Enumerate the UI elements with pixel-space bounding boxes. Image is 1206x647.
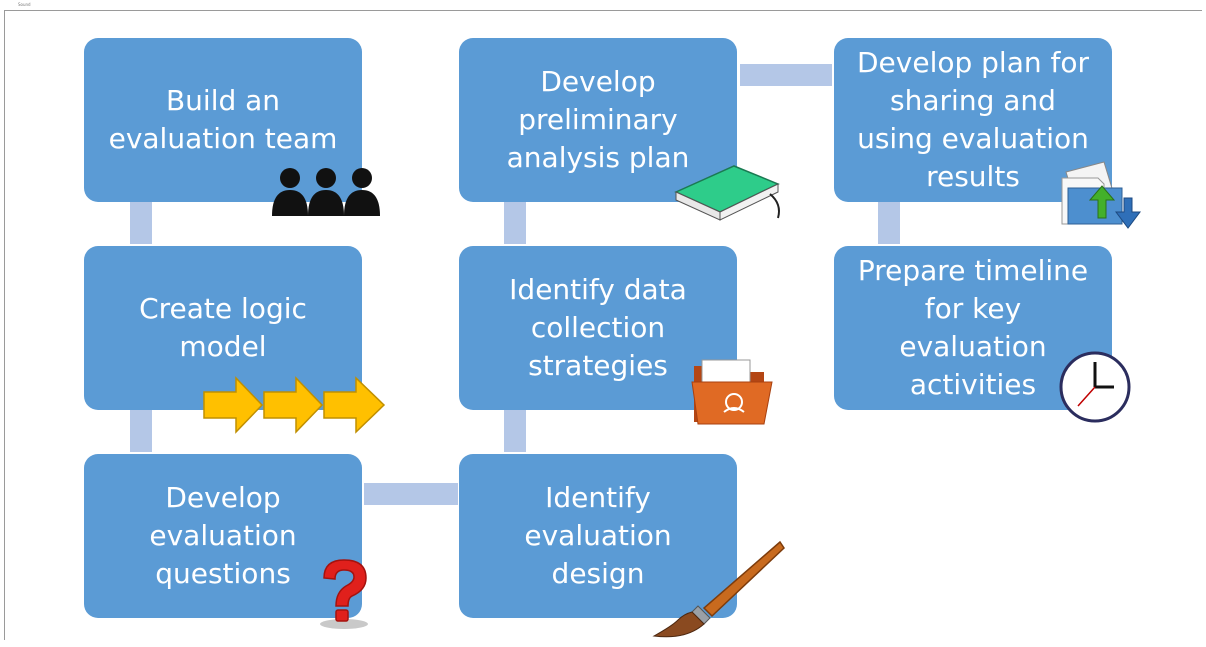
connector-questions-to-design: [364, 483, 458, 505]
connector-collection-to-analysis: [504, 202, 526, 244]
people-icon: [272, 168, 380, 216]
step-label: Develop preliminary analysis plan: [506, 65, 690, 174]
slide-frame: [4, 10, 1202, 640]
connector-build-to-logic: [130, 202, 152, 244]
step-eval-questions: Develop evaluation questions: [84, 454, 362, 618]
documents-transfer-icon: [1061, 161, 1141, 229]
book-icon: [674, 165, 780, 221]
step-build-team: Build an evaluation team: [84, 38, 362, 202]
step-sharing-plan: Develop plan for sharing and using evalu…: [834, 38, 1112, 202]
connector-analysis-to-sharing: [740, 64, 832, 86]
folder-icon: [691, 359, 773, 425]
step-label: Identify evaluation design: [524, 481, 672, 590]
step-label: Create logic model: [139, 292, 307, 363]
step-analysis-plan: Develop preliminary analysis plan: [459, 38, 737, 202]
step-label: Prepare timeline for key evaluation acti…: [857, 254, 1089, 401]
connector-sharing-to-timeline: [878, 202, 900, 244]
connector-logic-to-questions: [130, 410, 152, 452]
step-label: Develop plan for sharing and using evalu…: [856, 46, 1090, 193]
step-data-collection: Identify data collection strategies: [459, 246, 737, 410]
paintbrush-icon: [652, 540, 785, 638]
step-label: Develop evaluation questions: [149, 481, 297, 590]
question-mark-icon: [320, 559, 368, 629]
step-label: Build an evaluation team: [108, 84, 338, 155]
step-eval-design: Identify evaluation design: [459, 454, 737, 618]
step-label: Identify data collection strategies: [509, 273, 687, 382]
arrows-icon: [203, 376, 386, 434]
step-logic-model: Create logic model: [84, 246, 362, 410]
step-timeline: Prepare timeline for key evaluation acti…: [834, 246, 1112, 410]
corner-label: Sound: [18, 2, 31, 7]
clock-icon: [1059, 351, 1131, 423]
connector-design-to-collection: [504, 410, 526, 452]
